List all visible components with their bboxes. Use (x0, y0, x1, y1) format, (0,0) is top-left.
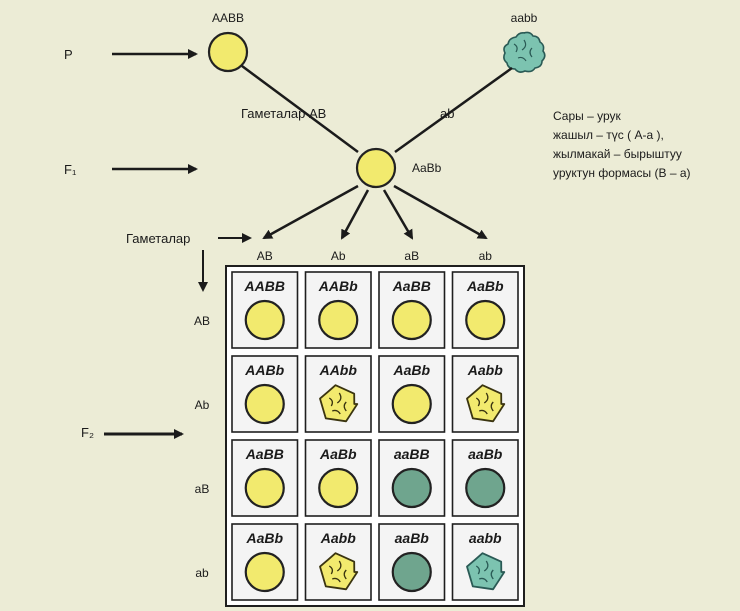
parent-left-genotype: AABB (212, 11, 244, 25)
yellow-smooth-seed-icon (391, 299, 432, 341)
green-smooth-seed-icon (391, 551, 432, 593)
cell-genotype: AaBb (392, 362, 430, 378)
parent-left-seed-icon (207, 31, 249, 73)
yellow-wrinkled-seed-icon (466, 384, 506, 423)
gamete-column-label: Ab (331, 249, 346, 263)
yellow-smooth-seed-icon (244, 299, 285, 341)
punnett-cell (304, 439, 372, 517)
cell-genotype: aaBB (394, 446, 430, 462)
gametes-parents-right-label: ab (440, 106, 454, 121)
f1-to-gamete-ab-mixed-arrow (340, 189, 370, 240)
parent-right-wrinkled-seed-icon (503, 31, 546, 73)
f1-to-gamete-ab-recessive-arrow (393, 184, 488, 240)
gamete-column-label: AB (257, 249, 273, 263)
f1-to-gamete-ab-recessive-upper-arrow (382, 189, 414, 240)
cell-genotype: aaBb (395, 530, 430, 546)
yellow-smooth-seed-icon (318, 467, 359, 509)
cell-genotype: AaBb (319, 446, 357, 462)
wrinkle-lines (475, 560, 494, 583)
legend-line-1: Сары – урук (553, 109, 622, 123)
cell-genotype: AaBB (245, 446, 284, 462)
gametes-f1-label: Гаметалар (126, 231, 190, 246)
f1-seed-icon (355, 147, 397, 189)
wrinkle-lines (475, 392, 494, 415)
p-row-label: P (64, 47, 73, 62)
gamete-column-label: ab (479, 249, 493, 263)
cell-genotype: aabb (469, 530, 502, 546)
yellow-smooth-seed-icon (465, 299, 506, 341)
p-right-to-f1-line (394, 66, 513, 154)
yellow-smooth-seed-icon (244, 383, 285, 425)
f1-row-label: F₁ (64, 162, 77, 177)
yellow-wrinkled-seed-icon (319, 552, 359, 591)
legend-line-4: уруктун формасы (В – а) (553, 166, 691, 180)
yellow-smooth-seed-icon (318, 299, 359, 341)
cell-genotype: AABb (244, 362, 284, 378)
cell-genotype: AaBb (245, 530, 283, 546)
p-left-to-f1-line (241, 64, 359, 154)
wrinkle-lines (328, 392, 347, 415)
cell-genotype: AaBb (466, 278, 504, 294)
f1-genotype: AaBb (412, 161, 442, 175)
cell-genotype: AAbb (319, 362, 358, 378)
legend-line-3: жылмакай – бырыштуу (553, 147, 682, 161)
cell-genotype: aaBb (468, 446, 503, 462)
f1-to-gamete-ab-upper-arrow (262, 184, 359, 240)
cell-genotype: AABb (318, 278, 358, 294)
f2-row-label: F₂ (81, 425, 94, 440)
green-smooth-seed-icon (391, 467, 432, 509)
row-header-label: Ab (195, 398, 210, 412)
gamete-column-label: aB (404, 249, 419, 263)
parent-right-genotype: aabb (511, 11, 538, 25)
wrinkle-lines (328, 560, 347, 583)
row-header-label: aB (195, 482, 210, 496)
green-smooth-seed-icon (465, 467, 506, 509)
cell-genotype: AaBB (392, 278, 431, 294)
yellow-smooth-seed-icon (244, 467, 285, 509)
yellow-wrinkled-seed-icon (319, 384, 359, 423)
row-header-label: ab (195, 566, 209, 580)
yellow-smooth-seed-icon (244, 551, 285, 593)
cell-genotype: AABB (244, 278, 285, 294)
gametes-parents-left-label: Гаметалар AB (241, 106, 326, 121)
cell-genotype: Aabb (320, 530, 356, 546)
parent-right-wrinkle-lines (513, 39, 533, 62)
legend-line-2: жашыл – түс ( А-а ), (553, 128, 664, 142)
row-header-label: AB (194, 314, 210, 328)
cell-genotype: Aabb (467, 362, 503, 378)
yellow-smooth-seed-icon (391, 383, 432, 425)
green-wrinkled-seed-icon (466, 552, 506, 591)
